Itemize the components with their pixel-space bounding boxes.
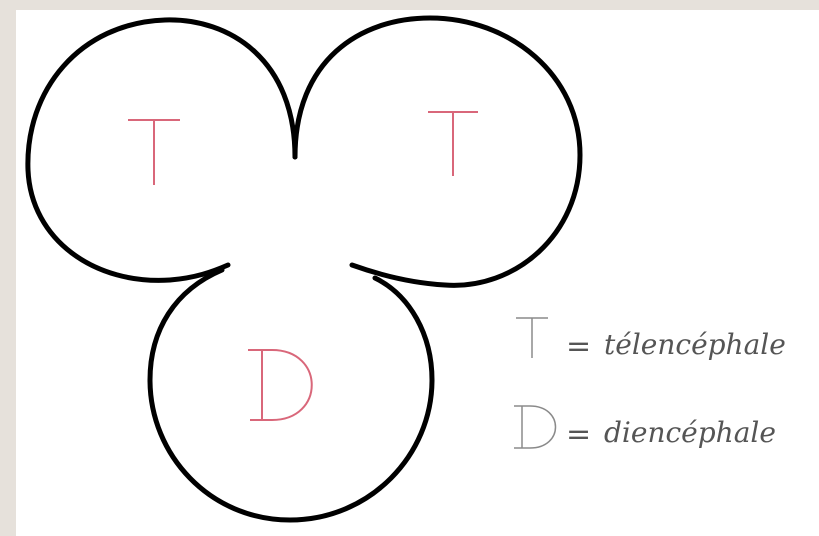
- legend-letter-d: [514, 406, 556, 448]
- legend-equals-2: =: [566, 417, 591, 452]
- left-lobe-outline: [28, 20, 295, 280]
- legend-term-diencephale: diencéphale: [604, 416, 776, 449]
- bottom-lobe-outline: [150, 270, 432, 520]
- legend-row-telencephalon: = télencéphale: [516, 318, 786, 364]
- legend-letter-t: [516, 318, 548, 358]
- vesicle-outline: [28, 18, 580, 520]
- region-label-right: [428, 112, 478, 176]
- region-label-left: [128, 120, 180, 185]
- region-label-bottom: [248, 350, 312, 420]
- legend-equals-1: =: [566, 329, 591, 364]
- legend-row-diencephalon: = diencéphale: [514, 406, 776, 452]
- right-lobe-outline: [295, 18, 580, 285]
- legend-term-telencephale: télencéphale: [604, 328, 786, 361]
